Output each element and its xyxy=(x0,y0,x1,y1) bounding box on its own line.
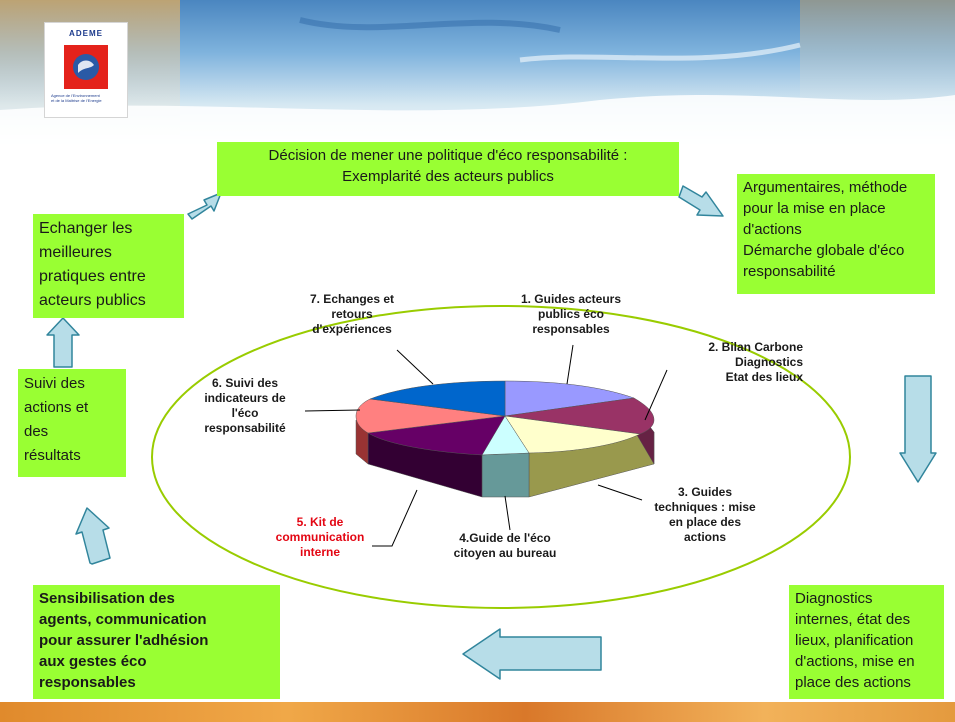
pie-slice-7 xyxy=(369,380,506,417)
arrow-up-left-mid xyxy=(46,317,80,368)
box-right-top-line-2: pour la mise en place xyxy=(743,200,886,217)
box-bottom-left-line-4: aux gestes éco xyxy=(39,653,147,670)
box-right-bottom-line-2: internes, état des xyxy=(795,611,911,628)
box-right-bottom-line-4: d'actions, mise en xyxy=(795,653,915,670)
pie-slice-6 xyxy=(355,398,506,434)
box-right-bottom-line-5: place des actions xyxy=(795,674,911,691)
box-diagnostics: Diagnostics internes, état des lieux, pl… xyxy=(789,585,944,699)
pie-label-2-line-c: Etat des lieux xyxy=(725,370,803,384)
box-sensibilisation: Sensibilisation des agents, communicatio… xyxy=(33,585,280,699)
leader-line-5 xyxy=(372,489,418,547)
arrow-down-right xyxy=(899,375,937,483)
top-banner-painting xyxy=(0,0,955,150)
arrow-to-top-box xyxy=(187,192,222,220)
pie-label-2: 2. Bilan Carbone Diagnostics Etat des li… xyxy=(663,340,803,385)
pie-label-2-line-b: Diagnostics xyxy=(734,355,803,369)
pie-label-6: 6. Suivi des indicateurs de l'éco respon… xyxy=(185,376,305,436)
box-top-line-2: Exemplarité des acteurs publics xyxy=(342,168,554,185)
pie-label-5-line-c: interne xyxy=(299,545,340,559)
pie-slice-5 xyxy=(367,415,506,456)
box-left-mid-line-4: résultats xyxy=(24,447,81,464)
box-left-mid-line-2: actions et xyxy=(24,399,89,416)
box-left-mid-line-3: des xyxy=(24,423,49,440)
pie-label-3: 3. Guides techniques : mise en place des… xyxy=(640,485,770,545)
pie-label-3-line-b: techniques : mise xyxy=(654,500,756,514)
pie-label-7-line-b: retours xyxy=(331,307,373,321)
pie-label-4: 4.Guide de l'éco citoyen au bureau xyxy=(430,531,580,561)
pie-label-7-line-a: 7. Echanges et xyxy=(309,292,395,306)
ademe-logo: ADEME Agence de l'Environnement et de la… xyxy=(44,22,128,118)
pie-label-1-line-b: publics éco xyxy=(537,307,605,321)
box-left-top-line-4: acteurs publics xyxy=(39,292,146,309)
pie-label-6-line-a: 6. Suivi des xyxy=(211,376,279,390)
pie-label-4-line-b: citoyen au bureau xyxy=(453,546,557,560)
arrow-left-bottom xyxy=(462,628,602,680)
box-right-top-line-5: responsabilité xyxy=(743,263,836,280)
pie-label-5-line-b: communication xyxy=(275,530,365,544)
pie-label-1: 1. Guides acteurs publics éco responsabl… xyxy=(496,292,646,337)
pie-label-7-line-c: d'expériences xyxy=(312,322,392,336)
leader-line-6 xyxy=(304,409,361,412)
pie-label-1-line-c: responsables xyxy=(532,322,610,336)
box-right-bottom-line-3: lieux, planification xyxy=(795,632,914,649)
pie-label-4-line-a: 4.Guide de l'éco xyxy=(459,531,551,545)
box-bottom-left-line-3: pour assurer l'adhésion xyxy=(39,632,209,649)
box-right-top-line-1: Argumentaires, méthode xyxy=(743,179,908,196)
leader-line-4 xyxy=(504,495,511,531)
box-argumentaires: Argumentaires, méthode pour la mise en p… xyxy=(737,174,935,294)
pie-label-6-line-d: responsabilité xyxy=(204,421,286,435)
box-left-top-line-2: meilleures xyxy=(39,244,112,261)
pie-label-1-line-a: 1. Guides acteurs xyxy=(520,292,622,306)
pie-label-6-line-c: l'éco xyxy=(231,406,259,420)
pie-label-3-line-a: 3. Guides xyxy=(677,485,733,499)
logo-tagline-line-2: et de la Maîtrise de l'Energie xyxy=(51,98,102,103)
pie-label-3-line-d: actions xyxy=(683,530,726,544)
logo-tagline-line-1: Agence de l'Environnement xyxy=(51,93,100,98)
arrow-to-right-box xyxy=(678,185,724,217)
box-right-top-line-3: d'actions xyxy=(743,221,802,238)
box-bottom-left-line-2: agents, communication xyxy=(39,611,207,628)
box-right-bottom-line-1: Diagnostics xyxy=(795,590,873,607)
pie-label-5: 5. Kit de communication interne xyxy=(270,515,370,560)
leader-lines xyxy=(304,344,668,547)
box-right-top-line-4: Démarche globale d'éco xyxy=(743,242,905,259)
pie-label-2-line-a: 2. Bilan Carbone xyxy=(708,340,803,354)
pie-label-3-line-c: en place des xyxy=(668,515,742,529)
logo-tagline: Agence de l'Environnement et de la Maîtr… xyxy=(51,93,123,103)
logo-brand: ADEME xyxy=(69,29,103,38)
box-decision-politique: Décision de mener une politique d'éco re… xyxy=(217,142,679,196)
box-left-mid-line-1: Suivi des xyxy=(24,375,85,392)
pie-chart xyxy=(355,380,655,456)
leader-line-2 xyxy=(644,369,668,421)
pie-slice-1 xyxy=(504,380,635,417)
pie-label-5-line-a: 5. Kit de xyxy=(296,515,344,529)
bottom-banner-painting xyxy=(0,702,955,722)
box-bottom-left-line-5: responsables xyxy=(39,674,136,691)
box-left-top-line-3: pratiques entre xyxy=(39,268,146,285)
box-bottom-left-line-1: Sensibilisation des xyxy=(39,590,175,607)
earth-logo-mark xyxy=(64,45,108,89)
leader-line-1 xyxy=(566,344,574,385)
pie-label-7: 7. Echanges et retours d'expériences xyxy=(297,292,407,337)
cycle-arrows xyxy=(46,185,937,680)
box-suivi-actions: Suivi des actions et des résultats xyxy=(18,369,126,477)
pie-slice-3 xyxy=(504,415,641,454)
box-top-line-1: Décision de mener une politique d'éco re… xyxy=(268,147,628,164)
leader-line-3 xyxy=(597,484,643,501)
pie-slice-2 xyxy=(504,397,655,435)
leader-line-7 xyxy=(396,349,434,385)
box-echanger-pratiques: Echanger les meilleures pratiques entre … xyxy=(33,214,184,318)
box-left-top-line-1: Echanger les xyxy=(39,220,133,237)
arrow-up-left-bottom xyxy=(75,507,111,565)
pie-label-6-line-b: indicateurs de xyxy=(204,391,286,405)
pie-side-slice-4 xyxy=(481,452,530,498)
